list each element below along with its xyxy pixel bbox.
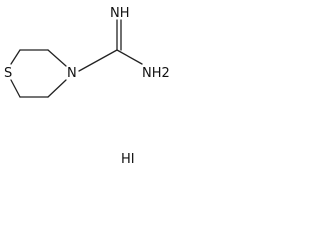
sulfur-atom-label: S — [4, 66, 12, 81]
amine-nh2-label: NH2 — [142, 66, 170, 81]
bond-c-n-lower-right — [47, 79, 67, 98]
bond-n-c-upper-right — [47, 49, 67, 67]
ring-nitrogen-label: N — [67, 66, 77, 81]
thiomorpholine-ring — [10, 49, 67, 98]
amidine-group — [78, 19, 143, 72]
bond-c-s-upper-left — [10, 49, 21, 65]
chemical-structure: S N NH NH2 HI — [4, 6, 170, 167]
bond-n-c-amidine — [78, 49, 118, 72]
imine-nh-label: NH — [110, 6, 130, 21]
hydroiodide-label: HI — [121, 152, 135, 167]
bond-s-c-lower-left — [10, 79, 21, 98]
bond-c-nh2 — [116, 49, 143, 65]
